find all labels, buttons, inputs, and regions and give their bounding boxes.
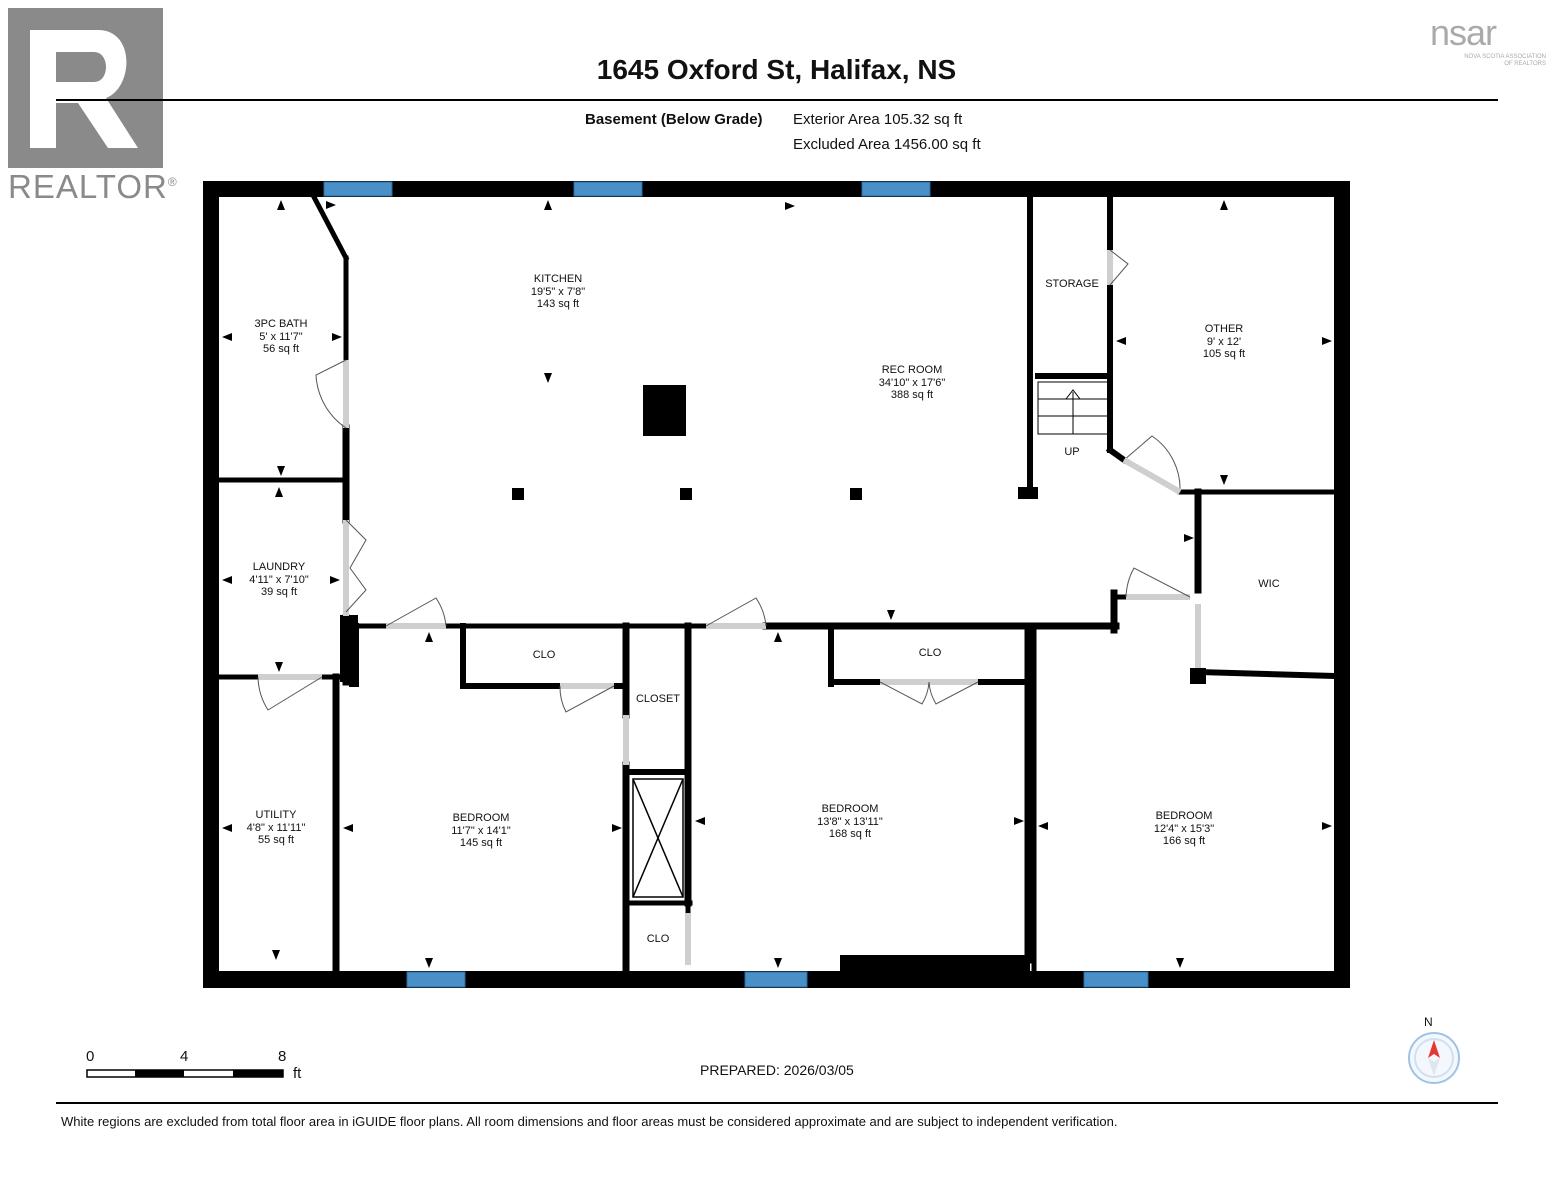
room-bedroom-1: BEDROOM 11'7" x 14'1" 145 sq ft bbox=[451, 812, 511, 850]
realtor-r-icon bbox=[8, 8, 163, 168]
room-bedroom-3-name: BEDROOM bbox=[1155, 810, 1213, 822]
room-laundry-name: LAUNDRY bbox=[252, 561, 306, 573]
footer-divider bbox=[56, 1102, 1498, 1104]
room-bedroom-3-area: 166 sq ft bbox=[1162, 835, 1206, 847]
room-utility-dims: 4'8" x 11'11" bbox=[246, 821, 306, 834]
page-title: 1645 Oxford St, Halifax, NS bbox=[596, 54, 957, 85]
room-bedroom-2-area: 168 sq ft bbox=[828, 828, 872, 840]
room-bedroom-3-dims: 12'4" x 15'3" bbox=[1153, 822, 1215, 835]
room-bedroom-2: BEDROOM 13'8" x 13'11" 168 sq ft bbox=[817, 803, 883, 841]
nsar-subtitle-2: OF REALTORS bbox=[1504, 61, 1546, 67]
scale-bar bbox=[86, 1069, 284, 1078]
closet-chase bbox=[632, 778, 684, 898]
room-kitchen-name: KITCHEN bbox=[533, 273, 583, 285]
realtor-logo: REALTOR® bbox=[8, 8, 177, 208]
room-bath: 3PC BATH 5' x 11'7" 56 sq ft bbox=[255, 318, 308, 356]
room-clo-3-name: CLO bbox=[646, 933, 670, 945]
scale-tick-0: 0 bbox=[86, 1048, 95, 1065]
outer-walls bbox=[203, 181, 1350, 988]
level-name: Basement (Below Grade) bbox=[585, 111, 763, 128]
room-wic-name: WIC bbox=[1258, 578, 1280, 590]
room-clo-3: CLO bbox=[647, 933, 670, 946]
footer-disclaimer: White regions are excluded from total fl… bbox=[61, 1114, 1118, 1129]
room-clo-1: CLO bbox=[533, 649, 556, 662]
room-kitchen-area: 143 sq ft bbox=[536, 298, 580, 310]
room-bedroom-3: BEDROOM 12'4" x 15'3" 166 sq ft bbox=[1154, 810, 1214, 848]
nsar-logo: nsar NOVA SCOTIA ASSOCIATION OF REALTORS bbox=[1430, 12, 1546, 68]
room-rec-dims: 34'10" x 17'6" bbox=[878, 376, 946, 389]
room-utility-area: 55 sq ft bbox=[257, 834, 295, 846]
realtor-wordmark: REALTOR bbox=[8, 168, 168, 205]
room-rec-name: REC ROOM bbox=[881, 364, 943, 376]
room-wic: WIC bbox=[1258, 578, 1279, 591]
room-bedroom-1-name: BEDROOM bbox=[452, 812, 510, 824]
room-kitchen: KITCHEN 19'5" x 7'8" 143 sq ft bbox=[531, 273, 585, 311]
room-other-area: 105 sq ft bbox=[1202, 348, 1246, 360]
room-closet-name: CLOSET bbox=[635, 693, 681, 705]
room-clo-1-name: CLO bbox=[532, 649, 556, 661]
room-other: OTHER 9' x 12' 105 sq ft bbox=[1203, 323, 1245, 361]
room-storage-name: STORAGE bbox=[1045, 278, 1099, 290]
room-kitchen-dims: 19'5" x 7'8" bbox=[530, 285, 586, 298]
room-rec: REC ROOM 34'10" x 17'6" 388 sq ft bbox=[879, 364, 945, 402]
room-bath-name: 3PC BATH bbox=[254, 318, 308, 330]
room-laundry-dims: 4'11" x 7'10" bbox=[249, 573, 309, 586]
room-other-dims: 9' x 12' bbox=[1206, 335, 1242, 348]
room-clo-2: CLO bbox=[919, 647, 942, 660]
compass-label: N bbox=[1424, 1015, 1433, 1029]
doors bbox=[257, 249, 1201, 965]
room-other-name: OTHER bbox=[1204, 323, 1244, 335]
scale-tick-4: 4 bbox=[180, 1048, 189, 1065]
wall-blocks bbox=[340, 385, 1206, 973]
title-divider bbox=[56, 99, 1498, 101]
prepared-date: PREPARED: 2026/03/05 bbox=[700, 1062, 854, 1078]
scale-unit: ft bbox=[293, 1065, 302, 1082]
windows bbox=[323, 181, 1149, 988]
stairs bbox=[1037, 381, 1109, 435]
room-laundry-area: 39 sq ft bbox=[260, 586, 298, 598]
room-bath-area: 56 sq ft bbox=[262, 343, 300, 355]
room-bedroom-2-dims: 13'8" x 13'11" bbox=[817, 815, 883, 828]
room-rec-area: 388 sq ft bbox=[890, 389, 934, 401]
dimension-arrows bbox=[222, 200, 1332, 968]
stairs-up-label: UP bbox=[1064, 446, 1079, 459]
room-bath-dims: 5' x 11'7" bbox=[259, 330, 303, 343]
compass-icon bbox=[1408, 1032, 1460, 1084]
interior-walls bbox=[215, 193, 1340, 976]
room-utility: UTILITY 4'8" x 11'11" 55 sq ft bbox=[247, 809, 306, 847]
room-closet: CLOSET bbox=[636, 693, 680, 706]
stairs-up-text: UP bbox=[1064, 446, 1080, 458]
room-bedroom-2-name: BEDROOM bbox=[821, 803, 879, 815]
room-utility-name: UTILITY bbox=[255, 809, 297, 821]
exterior-area: Exterior Area 105.32 sq ft bbox=[793, 111, 963, 128]
room-bedroom-1-dims: 11'7" x 14'1" bbox=[451, 824, 511, 837]
room-bedroom-1-area: 145 sq ft bbox=[459, 837, 503, 849]
nsar-subtitle-1: NOVA SCOTIA ASSOCIATION bbox=[1464, 54, 1546, 60]
room-clo-2-name: CLO bbox=[918, 647, 942, 659]
room-storage: STORAGE bbox=[1045, 278, 1099, 291]
room-laundry: LAUNDRY 4'11" x 7'10" 39 sq ft bbox=[249, 561, 309, 599]
scale-tick-8: 8 bbox=[278, 1048, 287, 1065]
realtor-registered-mark: ® bbox=[167, 175, 178, 189]
excluded-area: Excluded Area 1456.00 sq ft bbox=[793, 136, 981, 153]
nsar-wordmark: nsar bbox=[1430, 12, 1497, 53]
